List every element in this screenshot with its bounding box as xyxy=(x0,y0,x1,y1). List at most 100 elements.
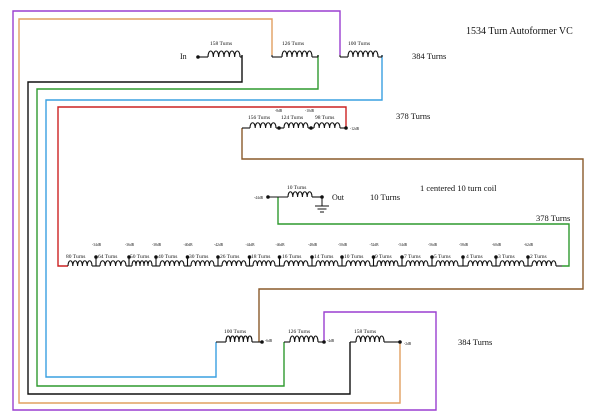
green-wire xyxy=(36,55,319,387)
mid-db-2: -10dB xyxy=(305,109,315,113)
long-coil-7 xyxy=(252,260,276,267)
mid-coil-2 xyxy=(283,122,309,129)
long-coil-3 xyxy=(131,260,153,267)
bottom-db-3: -2dB xyxy=(404,342,412,346)
long-coil-11 xyxy=(376,260,399,267)
mid-coil-1 xyxy=(249,122,277,129)
mid-tap-3 xyxy=(344,126,348,130)
long-coil-4 xyxy=(159,260,185,267)
long-coil-16 xyxy=(531,260,557,267)
mid-db-1: -8dB xyxy=(275,109,283,113)
long-coil-5 xyxy=(190,260,215,267)
long-coil-8 xyxy=(283,260,309,267)
top-coil-3 xyxy=(347,50,379,58)
bottom-coil-2 xyxy=(289,335,319,343)
long-coil-8-label: 16 Turns xyxy=(282,254,301,260)
bottom-coil-1-label: 100 Turns xyxy=(224,329,246,335)
diagram-title: 1534 Turn Autoformer VC xyxy=(466,26,573,37)
long-coil-10-label: 10 Turns xyxy=(344,254,363,260)
bottom-db-2: -4dB xyxy=(327,339,335,343)
long-row-total: 378 Turns xyxy=(536,213,570,223)
center-coil xyxy=(287,191,313,198)
black-wire xyxy=(27,55,351,395)
top-coil-1-label: 158 Turns xyxy=(210,41,232,47)
long-db-7: -46dB xyxy=(276,243,286,247)
long-db-2: -36dB xyxy=(125,243,135,247)
top-coil-1 xyxy=(207,50,241,58)
long-db-8: -48dB xyxy=(308,243,318,247)
long-coil-1-label: 80 Turns xyxy=(66,254,85,260)
center-coil-label: 10 Turns xyxy=(287,185,306,191)
center-db: -44dB xyxy=(254,196,264,200)
long-db-3: -38dB xyxy=(152,243,162,247)
long-coil-1 xyxy=(67,260,93,267)
long-coil-6-label: 26 Turns xyxy=(220,254,239,260)
long-db-10: -52dB xyxy=(370,243,380,247)
bottom-group-total: 384 Turns xyxy=(458,337,492,347)
top-coil-3-label: 100 Turns xyxy=(348,41,370,47)
long-coil-11-label: 9 Turns xyxy=(375,254,392,260)
long-coil-10 xyxy=(345,260,371,267)
brown-wire-upper xyxy=(241,128,584,342)
long-coil-15-label: 3 Turns xyxy=(498,254,515,260)
top-group-total: 384 Turns xyxy=(412,51,446,61)
bottom-coil-1 xyxy=(225,335,253,343)
long-db-12: -56dB xyxy=(428,243,438,247)
long-coil-13-label: 5 Turns xyxy=(434,254,451,260)
long-db-9: -50dB xyxy=(338,243,348,247)
red-wire xyxy=(57,106,347,267)
long-coil-13 xyxy=(435,260,459,267)
long-db-1: -34dB xyxy=(92,243,102,247)
orange-wire xyxy=(18,18,401,404)
bottom-tap-3 xyxy=(398,340,402,344)
long-coil-15 xyxy=(499,260,525,267)
long-db-13: -58dB xyxy=(459,243,469,247)
long-db-15: -62dB xyxy=(524,243,534,247)
long-coil-12 xyxy=(405,260,429,267)
green-wire-center xyxy=(277,197,570,267)
long-db-11: -54dB xyxy=(398,243,408,247)
mid-coil-3-label: 98 Turns xyxy=(315,115,334,121)
long-coil-16-label: 2 Turns xyxy=(530,254,547,260)
bottom-db-1: -6dB xyxy=(265,339,273,343)
purple-wire xyxy=(12,10,437,411)
bottom-tap-2 xyxy=(322,340,326,344)
long-coil-14-label: 4 Turns xyxy=(466,254,483,260)
long-db-6: -44dB xyxy=(246,243,256,247)
long-coil-12-label: 7 Turns xyxy=(404,254,421,260)
ground-icon xyxy=(315,197,329,213)
long-coil-5-label: 30 Turns xyxy=(189,254,208,260)
long-coil-9-label: 14 Turns xyxy=(314,254,333,260)
output-label: Out xyxy=(332,193,345,202)
mid-db-3: -12dB xyxy=(350,127,360,131)
long-coil-2 xyxy=(99,260,127,267)
bottom-tap-1 xyxy=(260,340,264,344)
blue-wire xyxy=(45,55,383,378)
top-coil-2 xyxy=(281,50,313,58)
coils-layer: 158 Turns 126 Turns 100 Turns 156 Turns 124 … xyxy=(66,41,562,346)
long-db-14: -60dB xyxy=(492,243,502,247)
bottom-coil-3-label: 158 Turns xyxy=(354,329,376,335)
top-coil-2-label: 126 Turns xyxy=(282,41,304,47)
bottom-coil-3 xyxy=(355,335,385,343)
mid-coil-1-label: 156 Turns xyxy=(248,115,270,121)
center-coil-note: 1 centered 10 turn coil xyxy=(420,183,497,193)
wiring xyxy=(12,10,584,411)
mid-coil-3 xyxy=(313,122,341,129)
long-coil-6 xyxy=(221,260,247,267)
input-label: In xyxy=(180,52,187,61)
long-coil-2-label: 64 Turns xyxy=(98,254,117,260)
long-coil-14 xyxy=(467,260,493,267)
long-coil-7-label: 18 Turns xyxy=(251,254,270,260)
long-db-5: -42dB xyxy=(214,243,224,247)
bottom-coil-2-label: 126 Turns xyxy=(288,329,310,335)
long-db-4: -40dB xyxy=(184,243,194,247)
mid-coil-2-label: 124 Turns xyxy=(281,115,303,121)
center-coil-total: 10 Turns xyxy=(370,192,400,202)
long-coil-3-label: 50 Turns xyxy=(130,254,149,260)
long-coil-9 xyxy=(315,260,339,267)
mid-group-total: 378 Turns xyxy=(396,111,430,121)
long-coil-4-label: 40 Turns xyxy=(158,254,177,260)
